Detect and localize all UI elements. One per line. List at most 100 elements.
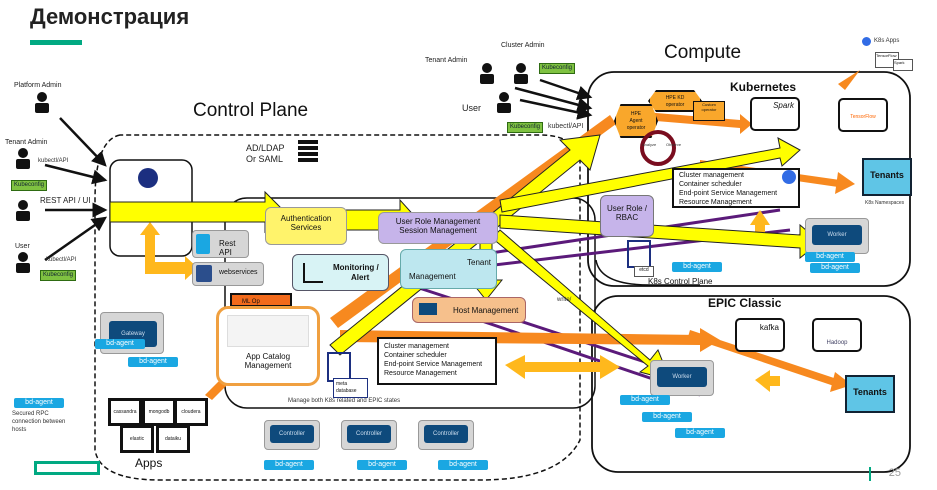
page-number-marker: [869, 467, 871, 481]
tenant-admin-actor: [14, 148, 32, 175]
tenant-admin-channel: kubectl/API: [38, 158, 69, 164]
person-laptop-icon: [16, 252, 30, 273]
cluster-features-box: Cluster management Container scheduler E…: [377, 337, 497, 385]
platform-admin-actor: [33, 92, 51, 119]
app-logo-cassandra: cassandra: [108, 398, 142, 426]
app-catalog-screenshot: [227, 315, 309, 347]
bd-agent-badge: bd-agent: [357, 460, 407, 470]
bd-agent-badge: bd-agent: [438, 460, 488, 470]
title-underline: [30, 40, 82, 45]
epic-classic-boundary: [591, 295, 911, 473]
rest-user-actor: [14, 200, 32, 227]
epic-tenants-box: Tenants: [845, 375, 895, 413]
checklist-icon: [627, 240, 651, 268]
actor-tenant-admin-label: Tenant Admin: [5, 139, 48, 146]
etcd-box: etcd: [634, 266, 654, 277]
authentication-services-box[interactable]: Authentication Services: [265, 207, 347, 245]
kubernetes-icon: [782, 170, 796, 184]
write-label: write/: [557, 297, 572, 303]
person-laptop-icon: [497, 92, 511, 113]
kafka-tile: kafka: [735, 318, 785, 352]
compute-title: Compute: [664, 42, 742, 63]
kubeconfig-badge: Kubeconfig: [539, 63, 576, 74]
control-plane-title: Control Plane: [193, 100, 309, 121]
actor-user-label: User: [15, 243, 30, 250]
app-logo-dataiku: dataiku: [156, 425, 190, 453]
directory-server-icon: [298, 140, 318, 164]
hpe-logo: [34, 461, 100, 475]
management-box: [224, 197, 596, 409]
bd-agent-badge: bd-agent: [620, 395, 670, 405]
hadoop-tile: Hadoop: [812, 318, 862, 352]
control-plane-boundary: [94, 134, 581, 481]
epic-classic-title: EPIC Classic: [708, 296, 782, 310]
top-channel-label: kubectl/API: [548, 123, 584, 130]
tensorflow-tile: TensorFlow: [838, 98, 888, 132]
bd-agent-badge: bd-agent: [810, 263, 860, 273]
user-channel: kubectl/API: [46, 257, 77, 263]
globe-icon: [196, 265, 212, 282]
user-role-management-box[interactable]: User Role Management Session Management: [378, 212, 498, 244]
user-role-rbac-box[interactable]: User Role / RBAC: [600, 195, 654, 237]
top-user-actor: [495, 92, 513, 119]
controller-node[interactable]: Controller: [341, 420, 397, 450]
kubernetes-title: Kubernetes: [730, 80, 797, 94]
legend-text: Secured RPC connection between hosts: [12, 411, 66, 433]
user-actor: [14, 252, 32, 279]
apps-title: Apps: [135, 456, 163, 470]
bd-agent-badge: bd-agent: [675, 428, 725, 438]
top-cluster-admin-actor: [512, 63, 530, 90]
top-tenant-admin-actor: [478, 63, 496, 90]
actor-platform-admin-label: Platform Admin: [14, 82, 62, 89]
bd-agent-badge: bd-agent: [642, 412, 692, 422]
bd-agent-badge: bd-agent: [95, 339, 145, 349]
hosts-icon: [419, 303, 437, 315]
app-logo-cloudera: cloudera: [174, 398, 208, 426]
rest-api-box[interactable]: Rest API: [192, 230, 249, 258]
kubernetes-icon: [862, 37, 871, 46]
top-tenant-admin-label: Tenant Admin: [425, 57, 468, 64]
bd-agent-badge: bd-agent: [128, 357, 178, 367]
ml-op-badge: ML Op: [230, 293, 292, 307]
k8s-worker-node[interactable]: Worker: [805, 218, 869, 254]
manage-note: Manage both K8s related and EPIC states: [288, 398, 401, 404]
k8s-apps-label: K8s Apps: [874, 38, 900, 44]
auth-source-label: AD/LDAP Or SAML: [246, 143, 285, 164]
top-cluster-admin-label: Cluster Admin: [501, 42, 545, 49]
controller-node[interactable]: Controller: [418, 420, 474, 450]
bd-agent-badge: bd-agent: [805, 252, 855, 262]
loop-analyze-label: Analyze: [642, 142, 657, 147]
person-laptop-icon: [480, 63, 494, 84]
api-icon: [196, 234, 210, 254]
app-logo-mongodb: mongodb: [142, 398, 176, 426]
epic-worker-node[interactable]: Worker: [650, 360, 714, 396]
spark-app-icon: Spark: [893, 59, 913, 71]
page-number: 25: [888, 467, 901, 479]
meta-database-box: meta database: [333, 378, 368, 398]
monitoring-alert-box[interactable]: Monitoring / Alert: [292, 254, 389, 291]
kubeconfig-badge: Kubeconfig: [507, 122, 544, 133]
loop-observe-label: Observe: [666, 142, 682, 147]
app-logo-elastic: elastic: [120, 425, 154, 453]
page-title: Демонстрация: [30, 4, 190, 29]
k8s-control-plane-title: K8s Control Plane: [648, 277, 713, 286]
rest-api-channel: REST API / UI: [40, 196, 91, 205]
person-laptop-icon: [514, 63, 528, 84]
kubeconfig-badge: Kubeconfig: [40, 270, 77, 281]
custom-operator: Custom operator: [693, 101, 725, 121]
webservices-box[interactable]: webservices: [192, 262, 264, 286]
app-catalog-box[interactable]: App Catalog Management: [216, 306, 320, 386]
controller-node[interactable]: Controller: [264, 420, 320, 450]
top-user-label: User: [462, 103, 482, 113]
person-laptop-icon: [16, 148, 30, 169]
person-laptop-icon: [35, 92, 49, 113]
bar-chart-icon: [303, 263, 323, 283]
gateway-network-icon: [138, 168, 158, 188]
tenant-management-box[interactable]: Tenant Management: [400, 249, 497, 289]
person-laptop-icon: [16, 200, 30, 221]
host-management-box[interactable]: Host Management: [412, 297, 526, 323]
spark-tile: Spark: [750, 97, 800, 131]
k8s-features-box: Cluster management Container scheduler E…: [672, 168, 800, 208]
k8s-tenants-box: Tenants: [862, 158, 912, 196]
legend-bd-agent-badge: bd-agent: [14, 398, 64, 408]
